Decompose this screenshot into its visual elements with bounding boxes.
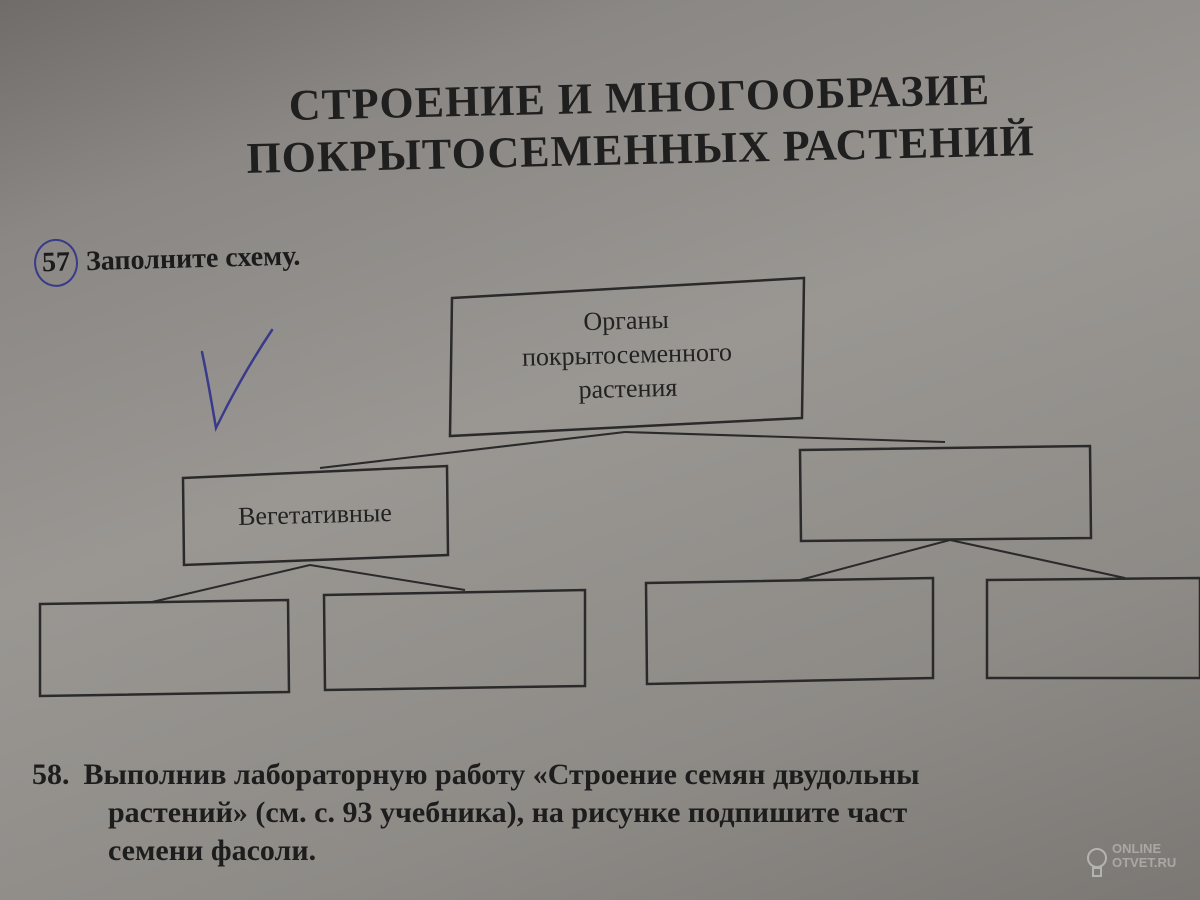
leaf-box-4	[985, 576, 1200, 680]
leaf-box-1	[38, 598, 291, 698]
task-58-line-2: растений» (см. с. 93 учебника), на рисун…	[108, 796, 908, 829]
root-box-label: Органы покрытосеменного растения	[521, 304, 733, 405]
checkmark-icon	[200, 328, 274, 433]
task-58-line-3: семени фасоли.	[108, 834, 317, 867]
task-58-number: 58.	[32, 758, 70, 791]
lightbulb-icon	[1087, 848, 1107, 877]
leaf-box-3	[644, 576, 935, 686]
vegetative-box	[181, 464, 450, 567]
root-box	[448, 276, 806, 438]
vegetative-label: Вегетативные	[237, 497, 393, 532]
connector-lines	[151, 431, 1126, 603]
right-child-box	[798, 444, 1093, 543]
watermark: ONLINE OTVET.RU	[1112, 841, 1177, 870]
task-58: 58. Выполнив лабораторную работу «Строени…	[32, 756, 1200, 870]
leaf-box-2	[322, 588, 587, 692]
task-58-line-1: Выполнив лабораторную работу «Строение с…	[83, 758, 920, 791]
